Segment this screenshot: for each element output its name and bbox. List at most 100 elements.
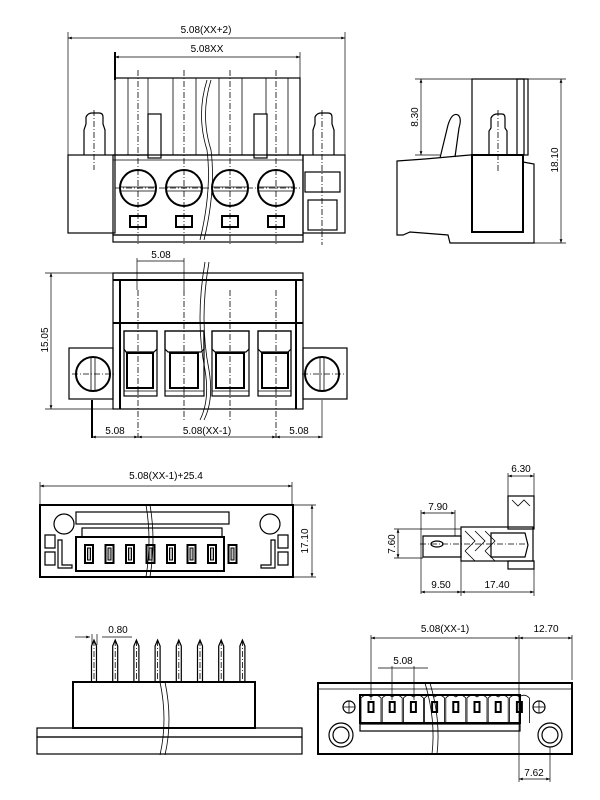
dim-left-offset: 5.08: [105, 426, 125, 437]
dim-pitch: 5.08: [151, 250, 171, 261]
pin-contact: [210, 547, 214, 561]
dim-top-height: 8.30: [410, 107, 421, 127]
header-side-view: 6.30 7.90 7.60 9.50 17.40: [387, 464, 535, 596]
pcb-top-layer: [36, 727, 303, 738]
dim-right-offset: 5.08: [289, 426, 309, 437]
front-view: 5.08(XX+2) 5.08XX: [67, 25, 346, 245]
latch-tab: [147, 113, 162, 159]
wire-entry: [123, 330, 158, 397]
pin-cell: [487, 694, 509, 723]
side-view: 8.30 18.10: [396, 78, 566, 244]
dim-pcb-span: 5.08(XX-1): [421, 624, 469, 635]
pin-slot: [367, 701, 375, 713]
break-line: [145, 504, 150, 578]
pin-slot: [84, 544, 94, 564]
right-flange: [302, 347, 348, 400]
right-flange: [302, 154, 346, 234]
pin-contact: [230, 547, 235, 561]
mount-hole: [259, 513, 281, 535]
dim-left-length: 9.50: [431, 580, 451, 591]
break-line: [424, 682, 434, 755]
pin-slot: [473, 701, 481, 713]
dim-pcb-pitch: 5.08: [393, 656, 413, 667]
pin-slot: [388, 701, 396, 713]
pin-slot: [207, 544, 217, 564]
lock-detail: [44, 534, 73, 569]
header-body: [39, 504, 294, 578]
dim-header-height: 17.10: [300, 528, 311, 553]
header-front-view: 5.08(XX-1)+25.4 17.10: [39, 471, 316, 578]
pin-cell: [445, 694, 467, 723]
pin-slot: [494, 701, 502, 713]
break-line: [164, 681, 170, 756]
pin-slot: [409, 701, 417, 713]
side-body: [396, 154, 535, 244]
dim-height: 15.05: [40, 327, 51, 352]
left-flange: [67, 154, 116, 234]
release-lever: [439, 113, 461, 159]
pin-cell: [424, 694, 445, 723]
base-strip: [112, 234, 304, 243]
pin-cell: [403, 694, 424, 723]
pin-cell: [381, 694, 403, 723]
pin-tail: [422, 535, 462, 558]
mounting-screw: [75, 356, 111, 392]
header-upper-block: [507, 495, 535, 530]
dim-header-width: 5.08(XX-1)+25.4: [129, 471, 203, 482]
dim-body-width: 5.08XX: [191, 44, 224, 55]
break-line: [203, 261, 212, 421]
mount-hole: [53, 513, 75, 535]
pcb-pin-slots: [360, 694, 530, 723]
break-line: [159, 681, 165, 756]
screw-post: [488, 113, 508, 155]
pin-contact: [169, 547, 173, 561]
pin-cell: [509, 694, 530, 723]
dim-top-width: 6.30: [511, 464, 531, 475]
pin-contact: [87, 547, 91, 561]
top-view: 5.08 15.05 5.08 5.0: [40, 250, 348, 439]
break-line: [429, 682, 439, 755]
dim-overall-width: 5.08(XX+2): [181, 25, 232, 36]
pin-slots: [84, 544, 238, 564]
break-line: [199, 261, 208, 421]
dim-height: 7.60: [387, 534, 398, 554]
pin-slot: [227, 544, 238, 564]
pin-contact: [148, 547, 153, 561]
break-line: [149, 504, 154, 578]
latch-tab: [253, 113, 268, 159]
left-flange: [68, 347, 114, 400]
pin-slot: [125, 544, 135, 564]
pin-slot: [452, 701, 460, 713]
hatch: [464, 530, 496, 562]
break-line: [203, 79, 213, 241]
pcb-board: [36, 736, 303, 755]
dim-total-height: 18.10: [550, 147, 561, 172]
lock-detail: [260, 534, 289, 569]
wire-entry: [164, 330, 205, 397]
wire-entry: [257, 330, 292, 397]
pin-slot: [166, 544, 176, 564]
pin-slot: [186, 544, 197, 564]
dim-pin-length: 7.90: [428, 502, 448, 513]
mounting-hole: [328, 722, 354, 748]
pin-contact: [128, 547, 132, 561]
pcb-side-view: 0.80: [36, 625, 303, 756]
pin-contact: [189, 547, 194, 561]
side-upper: [471, 78, 529, 156]
pcb-pins: [90, 638, 246, 683]
wire-entry: [211, 330, 250, 397]
pin-slot: [145, 544, 156, 564]
pin-cell: [360, 694, 382, 723]
screw-post: [83, 112, 106, 155]
dim-span: 5.08(XX-1): [183, 426, 231, 437]
dim-pin-width: 0.80: [108, 625, 128, 636]
pin-contact: [107, 547, 112, 561]
pcb-top-board: [317, 682, 573, 755]
break-line: [199, 79, 209, 241]
lock-nut: [304, 171, 341, 193]
dim-right-length: 17.40: [484, 580, 509, 591]
pin-slot: [104, 544, 115, 564]
dim-flange: 12.70: [533, 624, 558, 635]
screw-post: [312, 112, 335, 155]
